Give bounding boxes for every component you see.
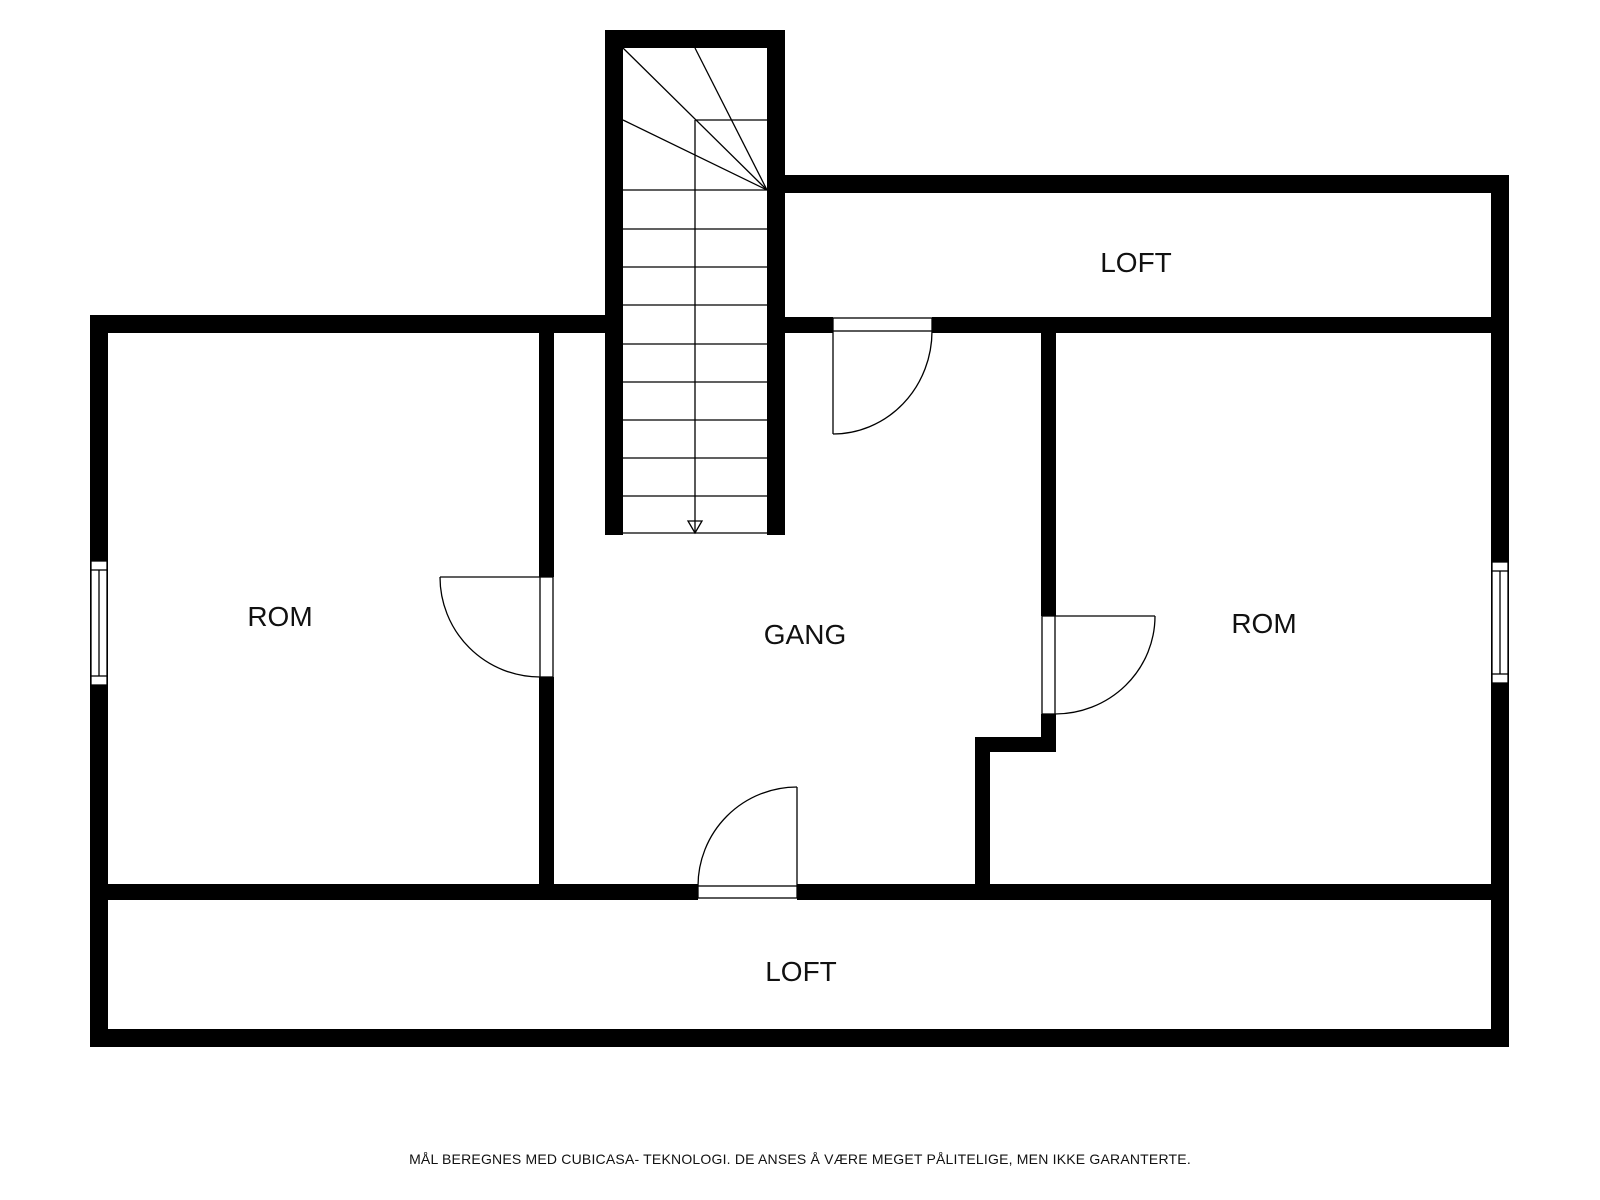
- wall-jog-h: [975, 737, 1056, 752]
- door-loft-top-frame: [832, 317, 933, 332]
- wall-rom-gang-b: [539, 677, 554, 899]
- wall-loft-bottom-b: [797, 884, 1509, 900]
- doors: [439, 317, 1156, 899]
- wall-stair-left: [605, 30, 623, 535]
- footer-disclaimer: MÅL BEREGNES MED CUBICASA- TEKNOLOGI. DE…: [409, 1151, 1191, 1167]
- wall-bottom: [90, 1029, 1509, 1047]
- door-loft-bottom-frame: [697, 885, 798, 899]
- wall-jog-v: [975, 737, 990, 899]
- door-rom-left-swing: [439, 576, 541, 678]
- stair-winder-3: [694, 47, 768, 191]
- wall-loft-bottom-a: [90, 884, 698, 900]
- room-label-loft-top: LOFT: [1100, 247, 1172, 278]
- stair-arrow-icon: [686, 520, 704, 535]
- room-label-gang: GANG: [764, 619, 846, 650]
- wall-loft-divider-a: [767, 317, 833, 333]
- room-label-rom-left: ROM: [247, 601, 312, 632]
- wall-loft-divider-b: [932, 317, 1509, 333]
- room-label-rom-right: ROM: [1231, 608, 1296, 639]
- door-rom-right-swing: [1054, 615, 1156, 715]
- door-rom-right-frame: [1041, 615, 1056, 715]
- wall-rom-gang-a: [539, 324, 554, 577]
- room-label-loft-bottom: LOFT: [765, 956, 837, 987]
- wall-loft-top: [767, 175, 1509, 193]
- walls: [90, 30, 1509, 1047]
- wall-top-left: [90, 315, 616, 333]
- windows: [90, 560, 1509, 686]
- stair-winder-2: [622, 119, 768, 191]
- stair-winder-1: [622, 47, 768, 191]
- door-loft-top-swing: [832, 330, 933, 435]
- wall-stair-top: [605, 30, 785, 48]
- wall-gang-rom-a: [1041, 324, 1056, 616]
- wall-stair-right: [767, 30, 785, 535]
- door-rom-left-frame: [539, 576, 554, 678]
- staircase: [622, 47, 768, 535]
- door-loft-bottom-swing: [697, 786, 798, 887]
